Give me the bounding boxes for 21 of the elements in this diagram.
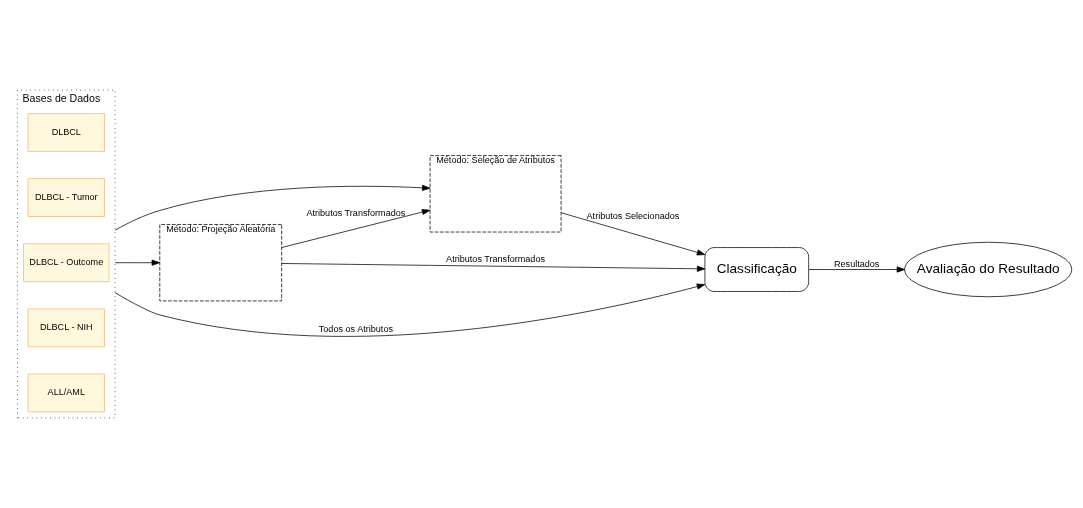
edge-label: Atributos Transformados <box>306 208 406 219</box>
arrow <box>114 184 431 231</box>
arrow <box>114 283 706 337</box>
node-box: DLBCL - Tumor <box>27 178 105 217</box>
node-box: DLBCL - Outcome <box>23 243 110 282</box>
edge-label: Todos os Atributos <box>318 324 393 335</box>
edge-label: Atributos Selecionados <box>586 210 680 221</box>
node-box: DLBCL <box>27 113 105 152</box>
arrow <box>114 259 160 266</box>
node-box: Método: Seleção de Atributos <box>429 155 562 233</box>
edge-label: Resultados <box>834 258 880 269</box>
node-box: DLBCL - NIH <box>27 308 105 348</box>
arrow <box>808 266 906 273</box>
arrow <box>560 212 706 256</box>
node-box: Classificação <box>704 247 809 292</box>
arrow <box>281 263 706 272</box>
node-box: Método: Projeção Aleatória <box>159 224 283 302</box>
node-box: ALL/AML <box>27 373 105 413</box>
edge-label: Atributos Transformados <box>446 254 546 265</box>
arrow <box>281 209 431 248</box>
node-ellipse: Avaliação do Resultado <box>904 241 1073 298</box>
